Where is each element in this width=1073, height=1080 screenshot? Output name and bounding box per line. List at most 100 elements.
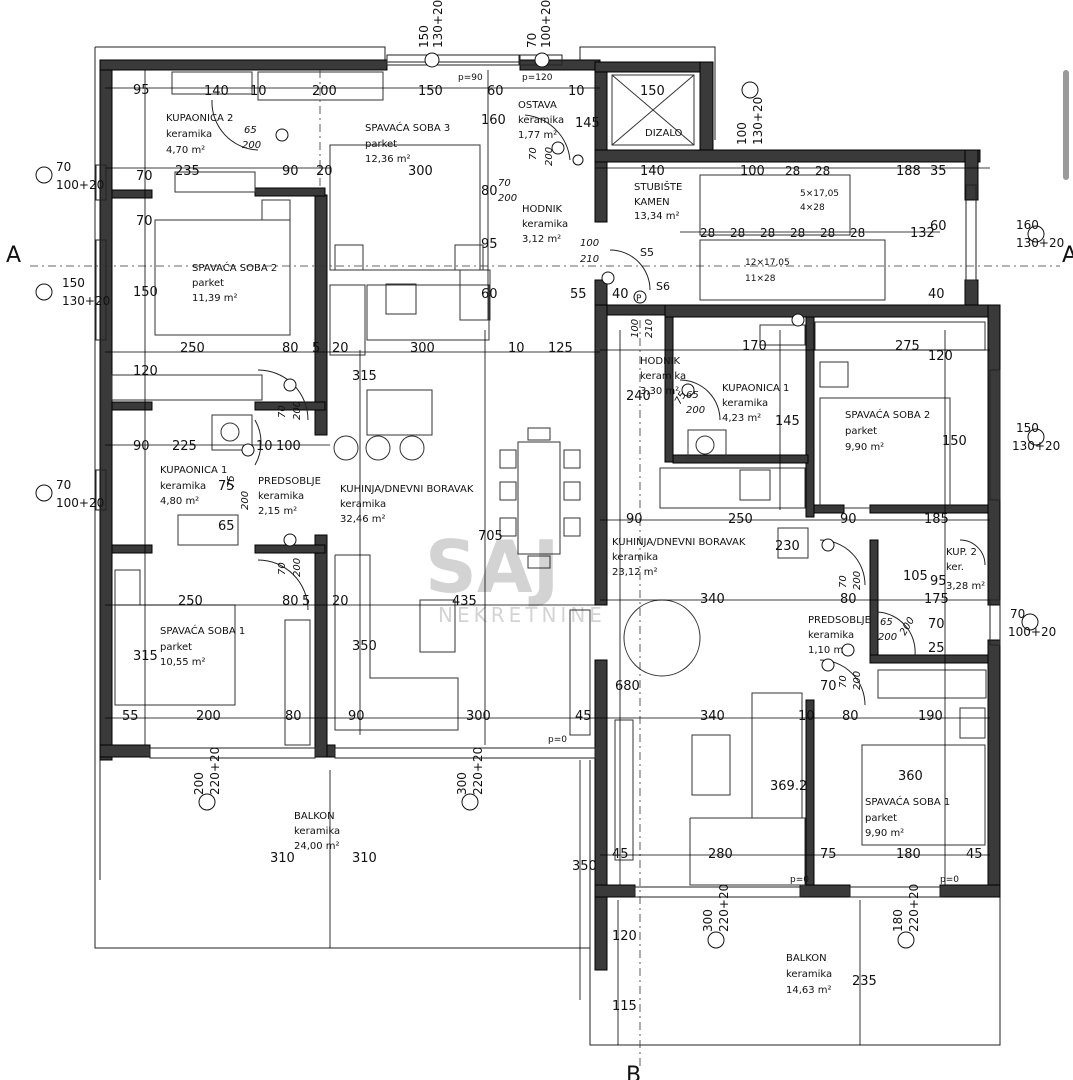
svg-text:65: 65	[686, 390, 699, 401]
room-kupaonica-1-left: KUPAONICA 1 keramika 4,80 m²	[160, 465, 227, 507]
dim-text: 60	[481, 287, 498, 302]
svg-text:28: 28	[820, 226, 835, 240]
room-predsoblje-right: PREDSOBLJE keramika 1,10 m²	[808, 615, 871, 656]
window-tag: 70 100+20	[525, 0, 553, 68]
dim-text: 75	[820, 847, 837, 862]
svg-text:200: 200	[240, 491, 251, 510]
svg-text:keramika: keramika	[640, 371, 686, 382]
svg-text:28: 28	[760, 226, 775, 240]
dim-text: 175	[924, 592, 949, 607]
svg-text:HODNIK: HODNIK	[640, 356, 681, 367]
room-predsoblje-left: PREDSOBLJE keramika 2,15 m²	[258, 476, 321, 517]
svg-text:300: 300	[455, 772, 469, 795]
svg-text:SPAVAĆA SOBA 2: SPAVAĆA SOBA 2	[192, 261, 277, 274]
dim-text: 180	[896, 847, 921, 862]
furniture	[111, 71, 987, 886]
dim-text: 25	[928, 641, 945, 656]
dim-text: 300	[410, 341, 435, 356]
svg-text:70: 70	[498, 178, 511, 189]
dim-text: 100	[740, 164, 765, 179]
room-kuhinja-right: KUHINJA/DNEVNI BORAVAK keramika 23,12 m²	[612, 537, 746, 578]
dim-text: 145	[775, 414, 800, 429]
dim-text: 280	[708, 847, 733, 862]
section-lines	[30, 70, 1060, 1070]
svg-text:KUP. 2: KUP. 2	[946, 547, 977, 558]
svg-text:2,15 m²: 2,15 m²	[258, 506, 297, 517]
dim-text: 55	[570, 287, 587, 302]
dim-text: 310	[352, 851, 377, 866]
svg-text:100+20: 100+20	[56, 496, 104, 510]
svg-text:210: 210	[580, 254, 599, 265]
svg-text:300: 300	[701, 909, 715, 932]
dim-text: 340	[700, 709, 725, 724]
watermark-main: SAJ	[425, 525, 559, 609]
svg-text:keramika: keramika	[522, 219, 568, 230]
watermark-sub: NEKRETNINE	[438, 603, 606, 627]
dim-text: 250	[178, 594, 203, 609]
window-tag: 100 130+20	[735, 81, 765, 145]
svg-text:4×28: 4×28	[800, 203, 825, 213]
dim-text: 160	[481, 113, 506, 128]
room-stubiste: STUBIŠTE KAMEN 13,34 m²	[634, 180, 682, 222]
dim-text: 315	[352, 369, 377, 384]
svg-text:200: 200	[878, 632, 897, 643]
dim-text: 20	[332, 341, 349, 356]
svg-text:keramika: keramika	[612, 552, 658, 563]
svg-text:KUPAONICA 2: KUPAONICA 2	[166, 113, 233, 124]
dim-text: 70	[136, 214, 153, 229]
dim-text: 105	[903, 569, 928, 584]
svg-text:keramika: keramika	[160, 481, 206, 492]
room-kupaonica-1-right: KUPAONICA 1 keramika 4,23 m²	[722, 383, 789, 424]
dim-text: 240	[626, 389, 651, 404]
dim-text: 55	[122, 709, 139, 724]
svg-text:OSTAVA: OSTAVA	[518, 100, 557, 111]
svg-text:70: 70	[528, 147, 539, 160]
dim-text: 120	[133, 364, 158, 379]
svg-text:p=0: p=0	[940, 875, 959, 885]
scrollbar[interactable]	[1063, 70, 1069, 180]
window-tag: 150 130+20	[35, 276, 110, 308]
room-spavaca-soba-1-left: SPAVAĆA SOBA 1 parket 10,55 m²	[160, 624, 245, 668]
svg-text:KAMEN: KAMEN	[634, 197, 670, 208]
svg-text:23,12 m²: 23,12 m²	[612, 567, 658, 578]
svg-text:70: 70	[56, 478, 71, 492]
svg-text:parket: parket	[160, 642, 192, 653]
svg-text:28: 28	[850, 226, 865, 240]
svg-text:65: 65	[244, 125, 257, 136]
dim-text: 125	[548, 341, 573, 356]
room-spavaca-soba-2-left: SPAVAĆA SOBA 2 parket 11,39 m²	[192, 261, 277, 304]
dim-text: 140	[204, 84, 229, 99]
svg-text:SPAVAĆA SOBA 3: SPAVAĆA SOBA 3	[365, 121, 450, 134]
svg-text:9,90 m²: 9,90 m²	[845, 442, 884, 453]
room-kupaonica-2-right: KUP. 2 ker. 3,28 m²	[946, 547, 985, 592]
dim-text: 10	[568, 84, 585, 99]
dim-text: 350	[572, 859, 597, 874]
svg-text:70: 70	[525, 33, 539, 48]
dim-text: 95	[133, 83, 150, 98]
window-tag: 70 100+20	[1008, 607, 1056, 639]
watermark: SAJ NEKRETNINE	[425, 525, 606, 627]
svg-text:keramika: keramika	[258, 491, 304, 502]
window-tag: 150 130+20	[417, 0, 445, 68]
svg-text:parket: parket	[365, 139, 397, 150]
svg-text:70: 70	[838, 575, 849, 588]
svg-text:KUPAONICA 1: KUPAONICA 1	[722, 383, 789, 394]
door-tag	[841, 643, 855, 657]
svg-text:parket: parket	[192, 278, 224, 289]
dim-text: 230	[775, 539, 800, 554]
room-hodnik-1: HODNIK keramika 3,12 m²	[522, 204, 568, 245]
svg-text:4,80 m²: 4,80 m²	[160, 496, 199, 507]
window-tag: 70 100+20	[35, 160, 104, 192]
svg-text:200: 200	[192, 772, 206, 795]
dim-text: 45	[575, 709, 592, 724]
window-tag: 150 130+20	[1012, 421, 1060, 453]
dim-text: 70	[928, 617, 945, 632]
dim-text: 170	[742, 339, 767, 354]
svg-text:200: 200	[852, 671, 863, 690]
dim-text: 350	[352, 639, 377, 654]
